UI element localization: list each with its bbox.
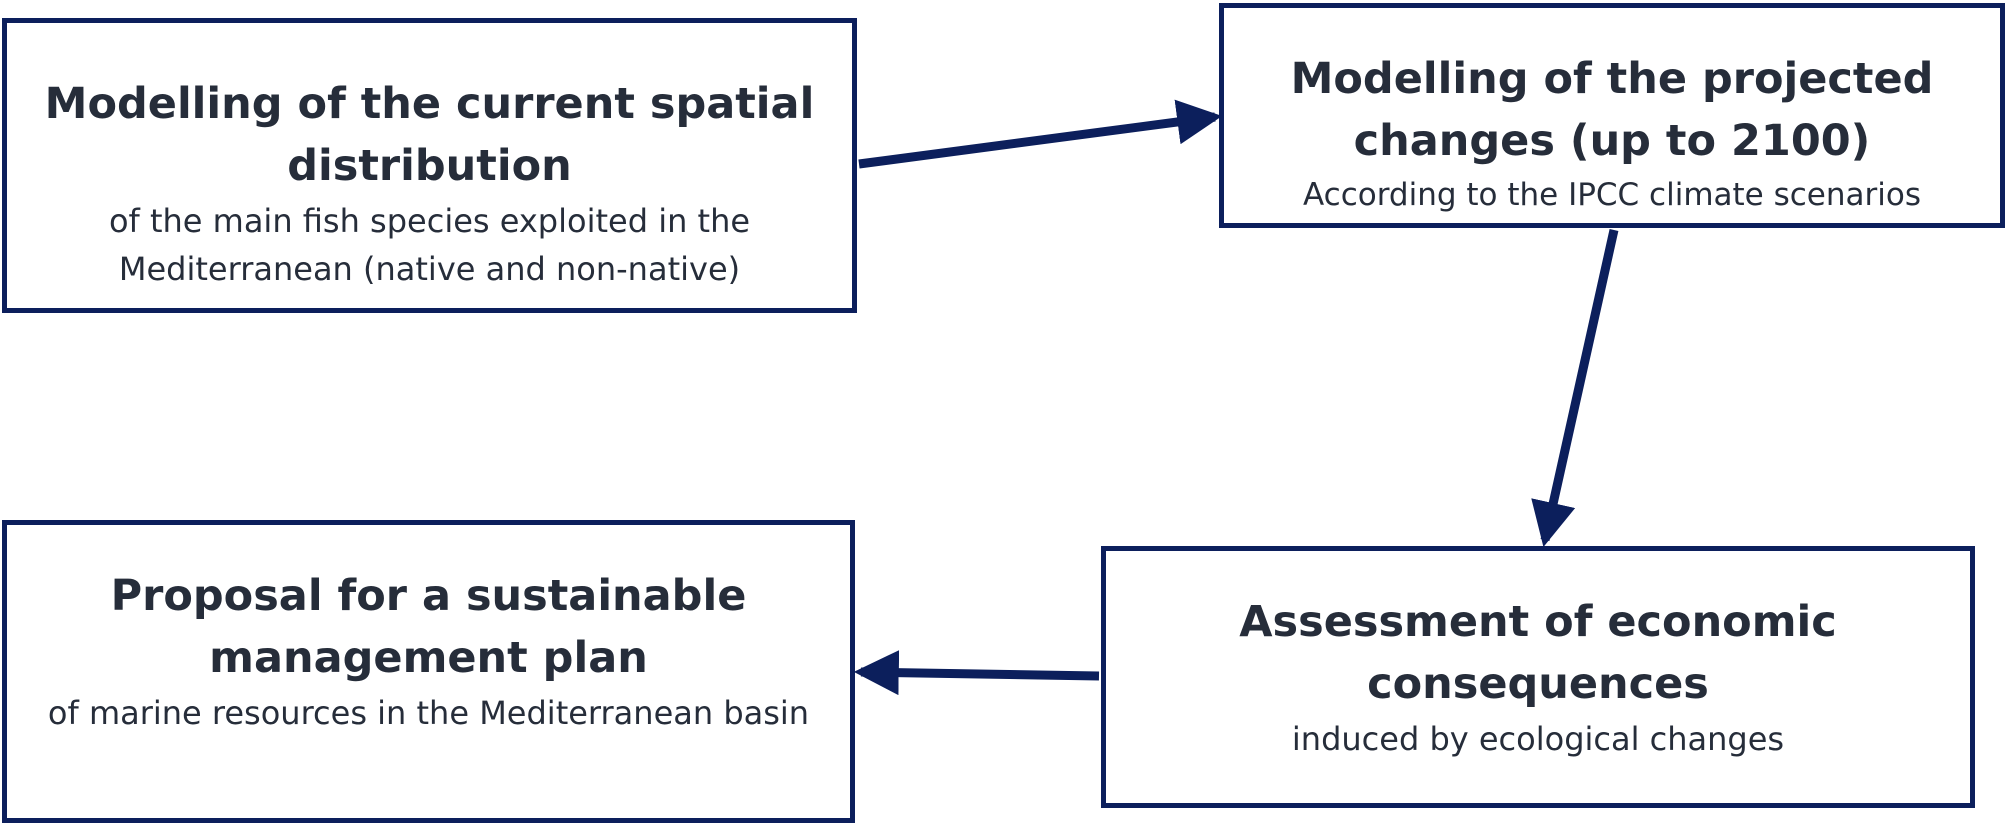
node-title: Assessment of economic consequences [1239,597,1837,709]
node-economic-assessment: Assessment of economic consequences indu… [1101,546,1975,808]
node-subtitle: of marine resources in the Mediterranean… [47,694,810,732]
arrow-economic-to-proposal [853,650,1100,696]
node-title: Proposal for a sustainable management pl… [110,571,747,683]
node-title: Modelling of the projected changes (up t… [1290,54,1934,166]
node-projected-changes: Modelling of the projected changes (up t… [1219,3,2005,228]
node-subtitle: induced by ecological changes [1291,720,1785,758]
node-subtitle: According to the IPCC climate scenarios [1302,177,1921,213]
arrow-projected-to-economic [1531,229,1619,548]
node-management-proposal: Proposal for a sustainable management pl… [2,520,855,823]
arrow-current-to-projected [858,99,1223,169]
node-current-distribution: Modelling of the current spatial distrib… [2,18,857,313]
node-subtitle: of the main fish species exploited in th… [108,202,751,288]
node-title: Modelling of the current spatial distrib… [44,79,815,191]
